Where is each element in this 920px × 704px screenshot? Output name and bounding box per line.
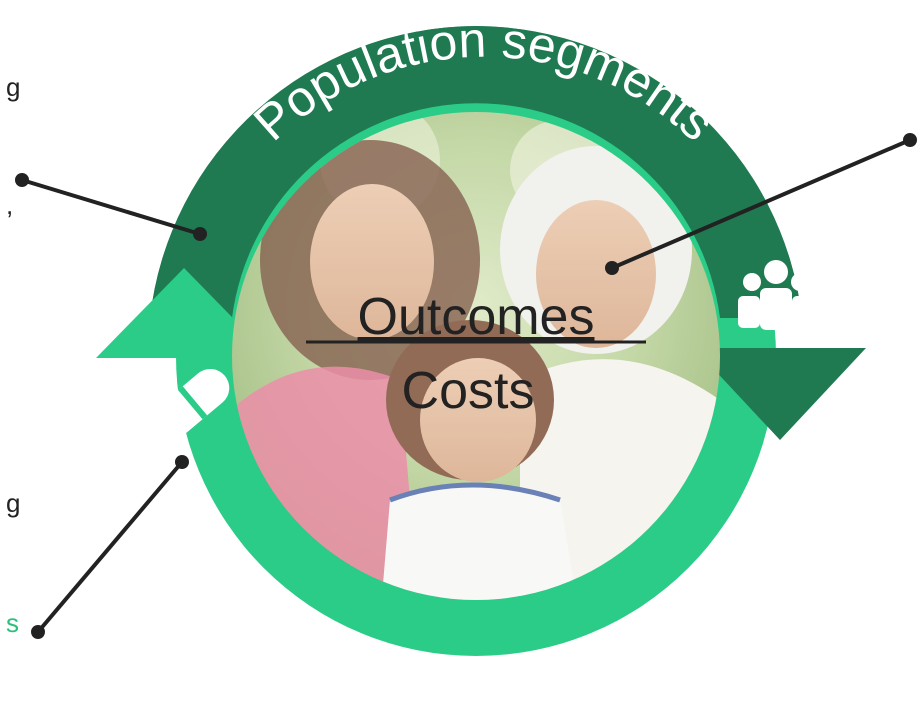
- callout-line-outcomes: [611, 138, 911, 270]
- left-text-fragment-2: ,: [6, 190, 14, 220]
- callout-dot-right-edge: [903, 133, 917, 147]
- callout-line-population: [21, 178, 201, 236]
- left-text-fragment-3: g: [6, 488, 21, 518]
- callout-dot-ring-bottom: [175, 455, 189, 469]
- callout-dot-left-bottom: [31, 625, 45, 639]
- center-outcomes-label: Outcomes: [358, 288, 595, 346]
- callout-line-interventions: [36, 460, 184, 634]
- ring-arrow-down: [694, 348, 866, 440]
- callout-dot-ring-top: [193, 227, 207, 241]
- center-costs-label: Costs: [402, 362, 535, 420]
- left-text-fragment-4: s: [6, 608, 19, 638]
- callout-dot-center: [605, 261, 619, 275]
- people-group-icon: [738, 260, 814, 330]
- ring-top-band-fill: [150, 26, 802, 318]
- callout-dot-left-top: [15, 173, 29, 187]
- left-text-fragment-1: g: [6, 72, 21, 102]
- pill-capsule-icon: [156, 368, 230, 437]
- ring-arrow-up: [96, 268, 272, 358]
